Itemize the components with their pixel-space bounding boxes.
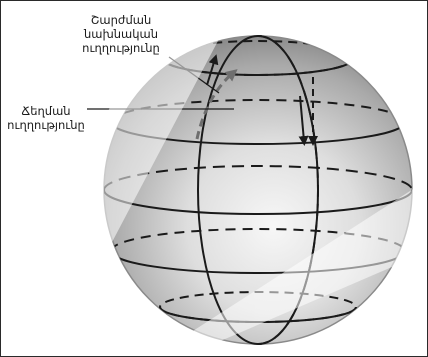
label-initial-line-2: նախնական xyxy=(61,27,181,41)
label-rotation-direction: Ճեղման ուղղությունը xyxy=(5,104,87,132)
label-rotation-line-2: ուղղությունը xyxy=(5,118,87,132)
label-initial-direction: Շարժման նախնական ուղղությունը xyxy=(61,13,181,55)
label-initial-line-3: ուղղությունը xyxy=(61,41,181,55)
label-initial-line-1: Շարժման xyxy=(61,13,181,27)
label-rotation-line-1: Ճեղման xyxy=(5,104,87,118)
